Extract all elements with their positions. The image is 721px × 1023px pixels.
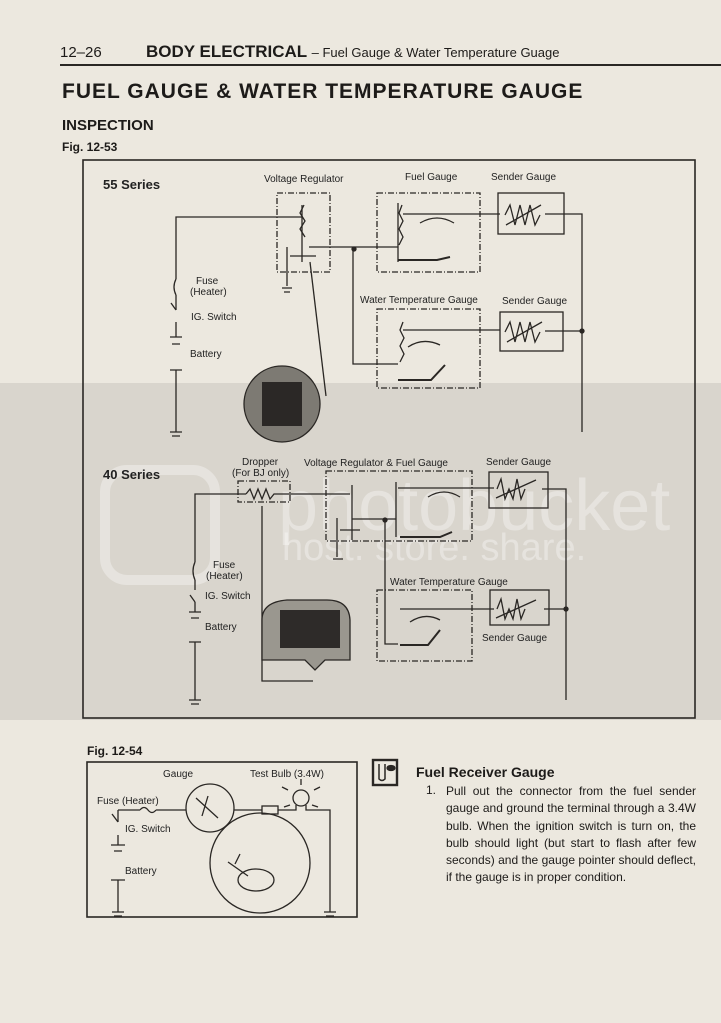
voltage-regulator-box: [276, 192, 331, 273]
label-sender-gauge: Sender Gauge: [486, 457, 551, 468]
label-fuse: Fuse: [213, 560, 236, 571]
label-fuel-gauge: Fuel Gauge: [405, 172, 458, 183]
label-battery: Battery: [190, 349, 222, 360]
watermark-line2: host. store. share.: [282, 527, 586, 569]
label-voltage-regulator: Voltage Regulator: [264, 174, 344, 185]
figure-53-label: Fig. 12-53: [62, 140, 118, 154]
label-regulator-fuel-gauge: Voltage Regulator & Fuel Gauge: [304, 458, 448, 469]
label-battery: Battery: [125, 866, 157, 877]
step-number: 1.: [426, 783, 437, 797]
step-text: Pull out the connector from the fuel sen…: [446, 784, 696, 885]
connector-detail-circle: [209, 812, 311, 914]
series-55-title: 55 Series: [103, 177, 160, 192]
sender-gauge-box: [489, 589, 550, 626]
water-temp-gauge-box: [376, 589, 473, 662]
figure-54-frame: [86, 761, 358, 918]
sender-gauge-box: [488, 471, 549, 509]
watermark-line1: photobucket: [278, 466, 670, 546]
figure-53-frame: [82, 159, 696, 719]
figure-54-label: Fig. 12-54: [87, 744, 143, 758]
test-bulb-icon: [292, 789, 310, 807]
label-sender-gauge: Sender Gauge: [502, 296, 567, 307]
section-name: BODY ELECTRICAL: [146, 42, 307, 61]
label-ig-switch: IG. Switch: [125, 824, 171, 835]
dropper-box: [237, 480, 291, 503]
inspection-eye-icon: [371, 758, 399, 787]
label-water-temp-gauge: Water Temperature Gauge: [390, 577, 508, 588]
label-fuse: Fuse (Heater): [97, 796, 159, 807]
figure-54-diagram: Gauge Test Bulb (3.4W) Fuse (Heater) IG.…: [86, 761, 358, 918]
page-title: FUEL GAUGE & WATER TEMPERATURE GAUGE: [62, 80, 584, 103]
label-dropper-bj: (For BJ only): [232, 468, 289, 479]
series-40-title: 40 Series: [103, 467, 160, 482]
series-40-diagram: 40 Series Dropper (For BJ only) Voltage …: [103, 457, 569, 705]
label-sender-gauge: Sender Gauge: [491, 172, 556, 183]
label-gauge: Gauge: [163, 769, 193, 780]
gauge-circle: [185, 783, 235, 833]
label-ig-switch: IG. Switch: [205, 591, 251, 602]
section-subtitle: – Fuel Gauge & Water Temperature Guage: [311, 45, 560, 60]
label-fuse-heater: (Heater): [206, 571, 243, 582]
page-number: 12–26: [60, 44, 102, 61]
label-water-temp-gauge: Water Temperature Gauge: [360, 295, 478, 306]
label-battery: Battery: [205, 622, 237, 633]
series-55-diagram: 55 Series Voltage Regulator Fuel Gauge S…: [103, 172, 585, 443]
watermark: photobucket host. store. share.: [100, 465, 670, 585]
fuel-gauge-box: [376, 192, 481, 273]
label-test-bulb: Test Bulb (3.4W): [250, 769, 324, 780]
scan-shading-band: [0, 383, 721, 720]
water-temp-gauge-box: [376, 308, 481, 389]
subheading: INSPECTION: [62, 117, 154, 134]
label-sender-gauge: Sender Gauge: [482, 633, 547, 644]
regulator-fuel-gauge-box: [325, 470, 473, 542]
label-dropper: Dropper: [242, 457, 279, 468]
label-fuse-heater: (Heater): [190, 287, 227, 298]
running-header: BODY ELECTRICAL – Fuel Gauge & Water Tem…: [146, 42, 559, 62]
label-fuse: Fuse: [196, 276, 219, 287]
section-heading: Fuel Receiver Gauge: [416, 764, 555, 780]
label-ig-switch: IG. Switch: [191, 312, 237, 323]
header-rule: [60, 64, 721, 66]
